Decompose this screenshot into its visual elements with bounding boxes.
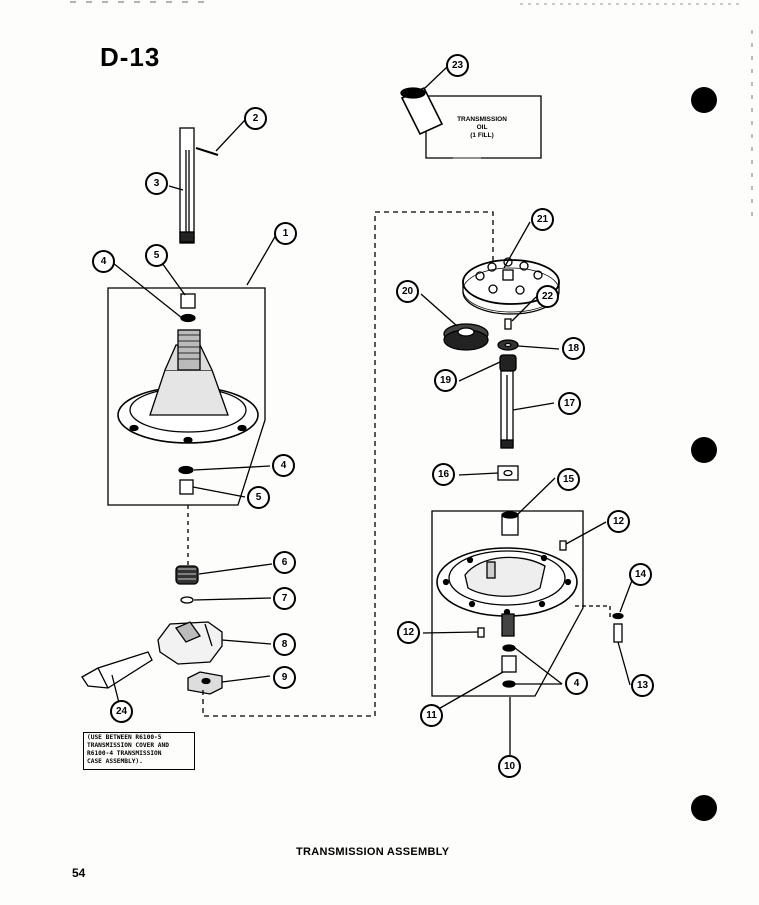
oil-bottle-24-part xyxy=(81,651,153,689)
shaft-17-part xyxy=(500,370,514,449)
washer-7-part xyxy=(180,596,194,604)
oil-box-line: OIL xyxy=(476,124,488,131)
transmission-case-part xyxy=(436,547,578,637)
bushing-5-lower-part xyxy=(179,479,194,495)
callout-24: 24 xyxy=(110,700,133,723)
washer-4-right-part xyxy=(502,644,516,688)
pinion-19-part xyxy=(499,354,517,372)
note-line: (USE BETWEEN R6100-5 xyxy=(87,734,162,741)
bushing-15-part xyxy=(501,511,519,536)
shaft-3-part xyxy=(179,127,195,244)
oil-box-label: TRANSMISSION OIL (1 FILL) xyxy=(452,116,512,140)
callout-13: 13 xyxy=(631,674,654,697)
screw-12-upper-part xyxy=(559,540,567,551)
washer-14-part xyxy=(612,612,624,620)
note-line: TRANSMISSION COVER AND xyxy=(87,742,169,749)
block-9-part xyxy=(187,671,223,695)
callout-11: 11 xyxy=(420,704,443,727)
oil-box-line: (1 FILL) xyxy=(470,132,494,139)
callout-16: 16 xyxy=(432,463,455,486)
callout-19: 19 xyxy=(434,369,457,392)
gear-6-part xyxy=(175,565,199,585)
callout-7: 7 xyxy=(273,587,296,610)
binder-hole-top xyxy=(691,87,717,113)
callout-9: 9 xyxy=(273,666,296,689)
callout-5: 5 xyxy=(145,244,168,267)
callout-15: 15 xyxy=(557,468,580,491)
note-line: CASE ASSEMBLY). xyxy=(87,758,143,765)
callout-23: 23 xyxy=(446,54,469,77)
callout-10: 10 xyxy=(498,755,521,778)
pin-2-part xyxy=(195,147,219,156)
callout-17: 17 xyxy=(558,392,581,415)
screw-12-lower-part xyxy=(477,627,485,638)
callout-2: 2 xyxy=(244,107,267,130)
callout-18: 18 xyxy=(562,337,585,360)
bushing-11-part xyxy=(501,655,517,673)
page-code: D-13 xyxy=(100,42,161,72)
callout-21: 21 xyxy=(531,208,554,231)
callout-4-right: 4 xyxy=(565,672,588,695)
callout-1: 1 xyxy=(274,222,297,245)
page-number: 54 xyxy=(72,866,86,880)
figure-caption: TRANSMISSION ASSEMBLY xyxy=(296,846,450,858)
callout-12-upper: 12 xyxy=(607,510,630,533)
pulley-21-part xyxy=(462,257,560,315)
gear-20-part xyxy=(443,323,489,351)
usage-note-box: (USE BETWEEN R6100-5 TRANSMISSION COVER … xyxy=(83,732,195,770)
oil-can-23-part xyxy=(400,86,444,136)
callout-4: 4 xyxy=(92,250,115,273)
callout-22: 22 xyxy=(536,285,559,308)
bushing-5-upper-part xyxy=(180,293,196,309)
screw-13-part xyxy=(613,623,623,643)
binder-hole-middle xyxy=(691,437,717,463)
washer-4-lower-part xyxy=(178,465,194,475)
binder-hole-bottom xyxy=(691,795,717,821)
note-line: R6100-4 TRANSMISSION xyxy=(87,750,162,757)
callout-8: 8 xyxy=(273,633,296,656)
callout-12-lower: 12 xyxy=(397,621,420,644)
gear-case-1-part xyxy=(117,329,259,444)
callout-3: 3 xyxy=(145,172,168,195)
washer-18-part xyxy=(497,339,519,351)
key-16-part xyxy=(497,465,519,481)
washer-4-upper-part xyxy=(180,313,196,323)
callout-14: 14 xyxy=(629,563,652,586)
callout-5-lower: 5 xyxy=(247,486,270,509)
oil-box-line: TRANSMISSION xyxy=(457,116,507,123)
callout-4-lower: 4 xyxy=(272,454,295,477)
callout-20: 20 xyxy=(396,280,419,303)
cover-8-part xyxy=(157,621,223,665)
pin-22-part xyxy=(504,318,512,330)
callout-6: 6 xyxy=(273,551,296,574)
